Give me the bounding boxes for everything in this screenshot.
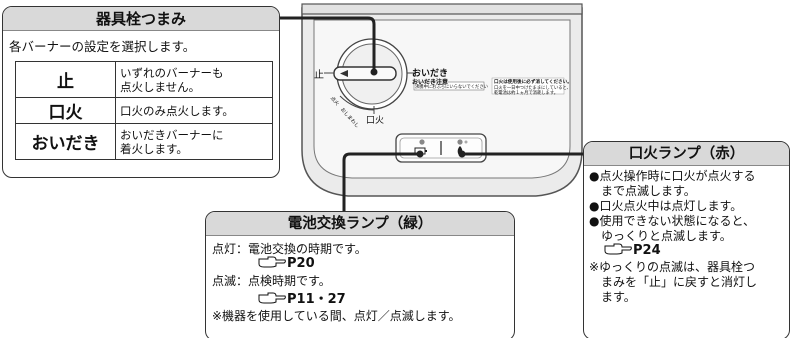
knob-options-table: 止 いずれのバーナーも 点火しません。 口火 口火のみ点火します。 おいだき お… — [15, 61, 273, 160]
page-reference-label: P20 — [287, 256, 315, 271]
page-reference[interactable]: P11・27 — [258, 288, 346, 307]
option-description: いずれのバーナーも 点火しません。 — [115, 61, 273, 98]
ignition-note-2: まみを「止」に戻すと消灯し — [601, 275, 758, 289]
table-row: 止 いずれのバーナーも 点火しません。 — [15, 61, 273, 98]
knob-label-oidaki-caution: おいだき注意 — [412, 79, 449, 86]
battery-lamp-led — [419, 139, 425, 145]
knob-intro: 各バーナーの設定を選択します。 — [9, 39, 196, 54]
ignition-bullet-1-cont: まで点滅します。 — [601, 184, 696, 198]
knob-info-box: 器具栓つまみ 各バーナーの設定を選択します。 止 いずれのバーナーも 点火しませ… — [2, 6, 280, 178]
notice-left: 沸騰中におふろにいらないでください — [415, 85, 488, 90]
option-description-line: おいだきバーナーに — [120, 127, 224, 142]
page-reference-label: P11・27 — [287, 292, 346, 307]
option-description: 口火のみ点火します。 — [115, 97, 273, 124]
ignition-lamp-led — [457, 139, 463, 145]
pointing-hand-icon — [258, 256, 286, 268]
knob-label-stop: 止 — [314, 70, 324, 81]
battery-lit-text: 点灯：電池交換の時期です。 — [212, 242, 367, 256]
ignition-bullet-3: ●使用できない状態になると、 — [589, 214, 755, 228]
ignition-note-1: ※ゆっくりの点滅は、器具栓つ — [589, 260, 756, 274]
ignition-bullet-3-cont: ゆっくりと点滅します。 — [601, 229, 732, 243]
battery-note: ※機器を使用している間、点灯／点滅します。 — [212, 309, 461, 323]
ignition-lamp-box: 口火ランプ（赤） ●点火操作時に口火が点火する まで点滅します。 ●口火点火中は… — [583, 141, 790, 338]
ignition-bullet-1: ●点火操作時に口火が点火する — [589, 169, 756, 183]
ignition-box-title: 口火ランプ（赤） — [584, 142, 789, 166]
battery-box-title: 電池交換ランプ（緑） — [206, 212, 514, 236]
page-reference[interactable]: P20 — [258, 256, 315, 271]
table-row: おいだき おいだきバーナーに 着火します。 — [15, 123, 273, 160]
table-row: 口火 口火のみ点火します。 — [15, 97, 273, 124]
lamp-panel — [395, 133, 487, 163]
option-description-line: 点火しません。 — [120, 79, 201, 94]
knob-label-oidaki: おいだき — [412, 69, 449, 79]
page-reference[interactable]: P24 — [604, 243, 661, 258]
option-description-line: 着火します。 — [120, 141, 188, 156]
pointing-hand-icon — [258, 292, 286, 304]
option-label: 止 — [15, 61, 116, 98]
option-description-line: 口火のみ点火します。 — [120, 103, 234, 118]
ignition-note-3: ます。 — [601, 290, 636, 304]
option-label: おいだき — [15, 123, 116, 160]
knob-label-kuchibi: 口火 — [366, 116, 385, 126]
option-label: 口火 — [15, 97, 116, 124]
notice-right-3: 乾電池は約１ヵ月で消耗します。 — [494, 91, 559, 96]
battery-blink-text: 点滅：点検時期です。 — [212, 274, 331, 288]
pointing-hand-icon — [604, 243, 632, 255]
ignition-bullet-2: ●口火点火中は点灯します。 — [589, 199, 743, 213]
knob-box-title: 器具栓つまみ — [3, 7, 279, 31]
battery-lamp-box: 電池交換ランプ（緑） 点灯：電池交換の時期です。 P20 点滅：点検時期です。 … — [205, 211, 515, 338]
notice-right-2: 口火を一日中つけたままにしていると、 — [494, 86, 571, 91]
option-description-line: いずれのバーナーも — [120, 65, 224, 80]
notice-right-1: 口火は使用後に必ず消してください。 — [494, 80, 572, 85]
page-reference-label: P24 — [633, 243, 661, 258]
option-description: おいだきバーナーに 着火します。 — [115, 123, 273, 160]
